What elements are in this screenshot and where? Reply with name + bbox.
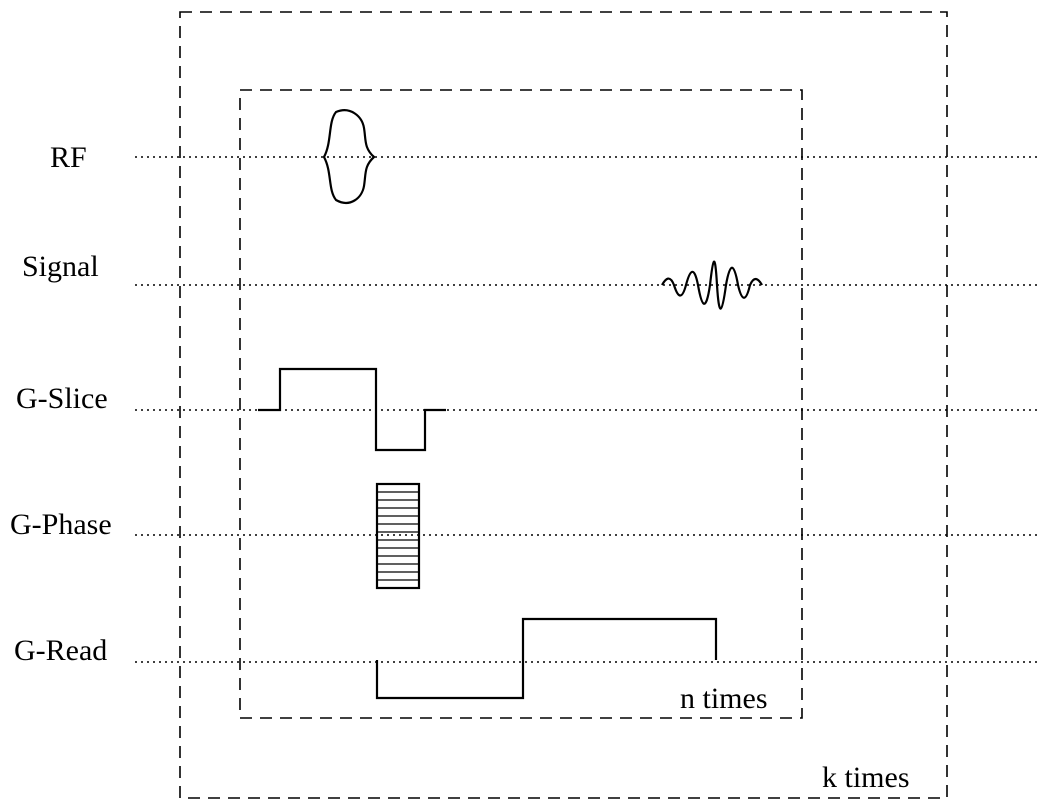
phase-encode-table [375, 482, 421, 590]
inner-loop-label: n times [680, 682, 768, 715]
signal-label: Signal [22, 250, 99, 283]
inner-loop-box [239, 89, 803, 719]
outer-loop-label: k times [822, 761, 910, 794]
slice-gradient [258, 367, 446, 452]
read-label: G-Read [14, 634, 107, 667]
rf-pulse [322, 109, 376, 204]
rf-label: RF [50, 141, 87, 174]
readout-gradient [375, 617, 718, 700]
echo-signal [661, 260, 763, 310]
outer-loop-box [179, 11, 948, 799]
slice-label: G-Slice [16, 382, 108, 415]
phase-label: G-Phase [10, 508, 112, 541]
